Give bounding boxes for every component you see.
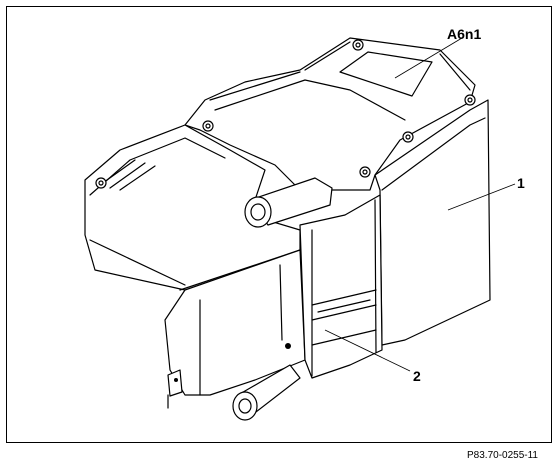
figure-reference: P83.70-0255-11 xyxy=(467,450,538,461)
part-2-label: 2 xyxy=(413,368,421,384)
part-1-label: 1 xyxy=(517,175,525,191)
a6n1-label: A6n1 xyxy=(447,26,482,42)
part-1-leader-line xyxy=(447,183,516,211)
diagram-frame xyxy=(6,6,552,443)
a6n1-leader-line xyxy=(394,37,463,79)
heater-housing xyxy=(84,37,491,421)
part-2-leader-line xyxy=(324,329,411,372)
